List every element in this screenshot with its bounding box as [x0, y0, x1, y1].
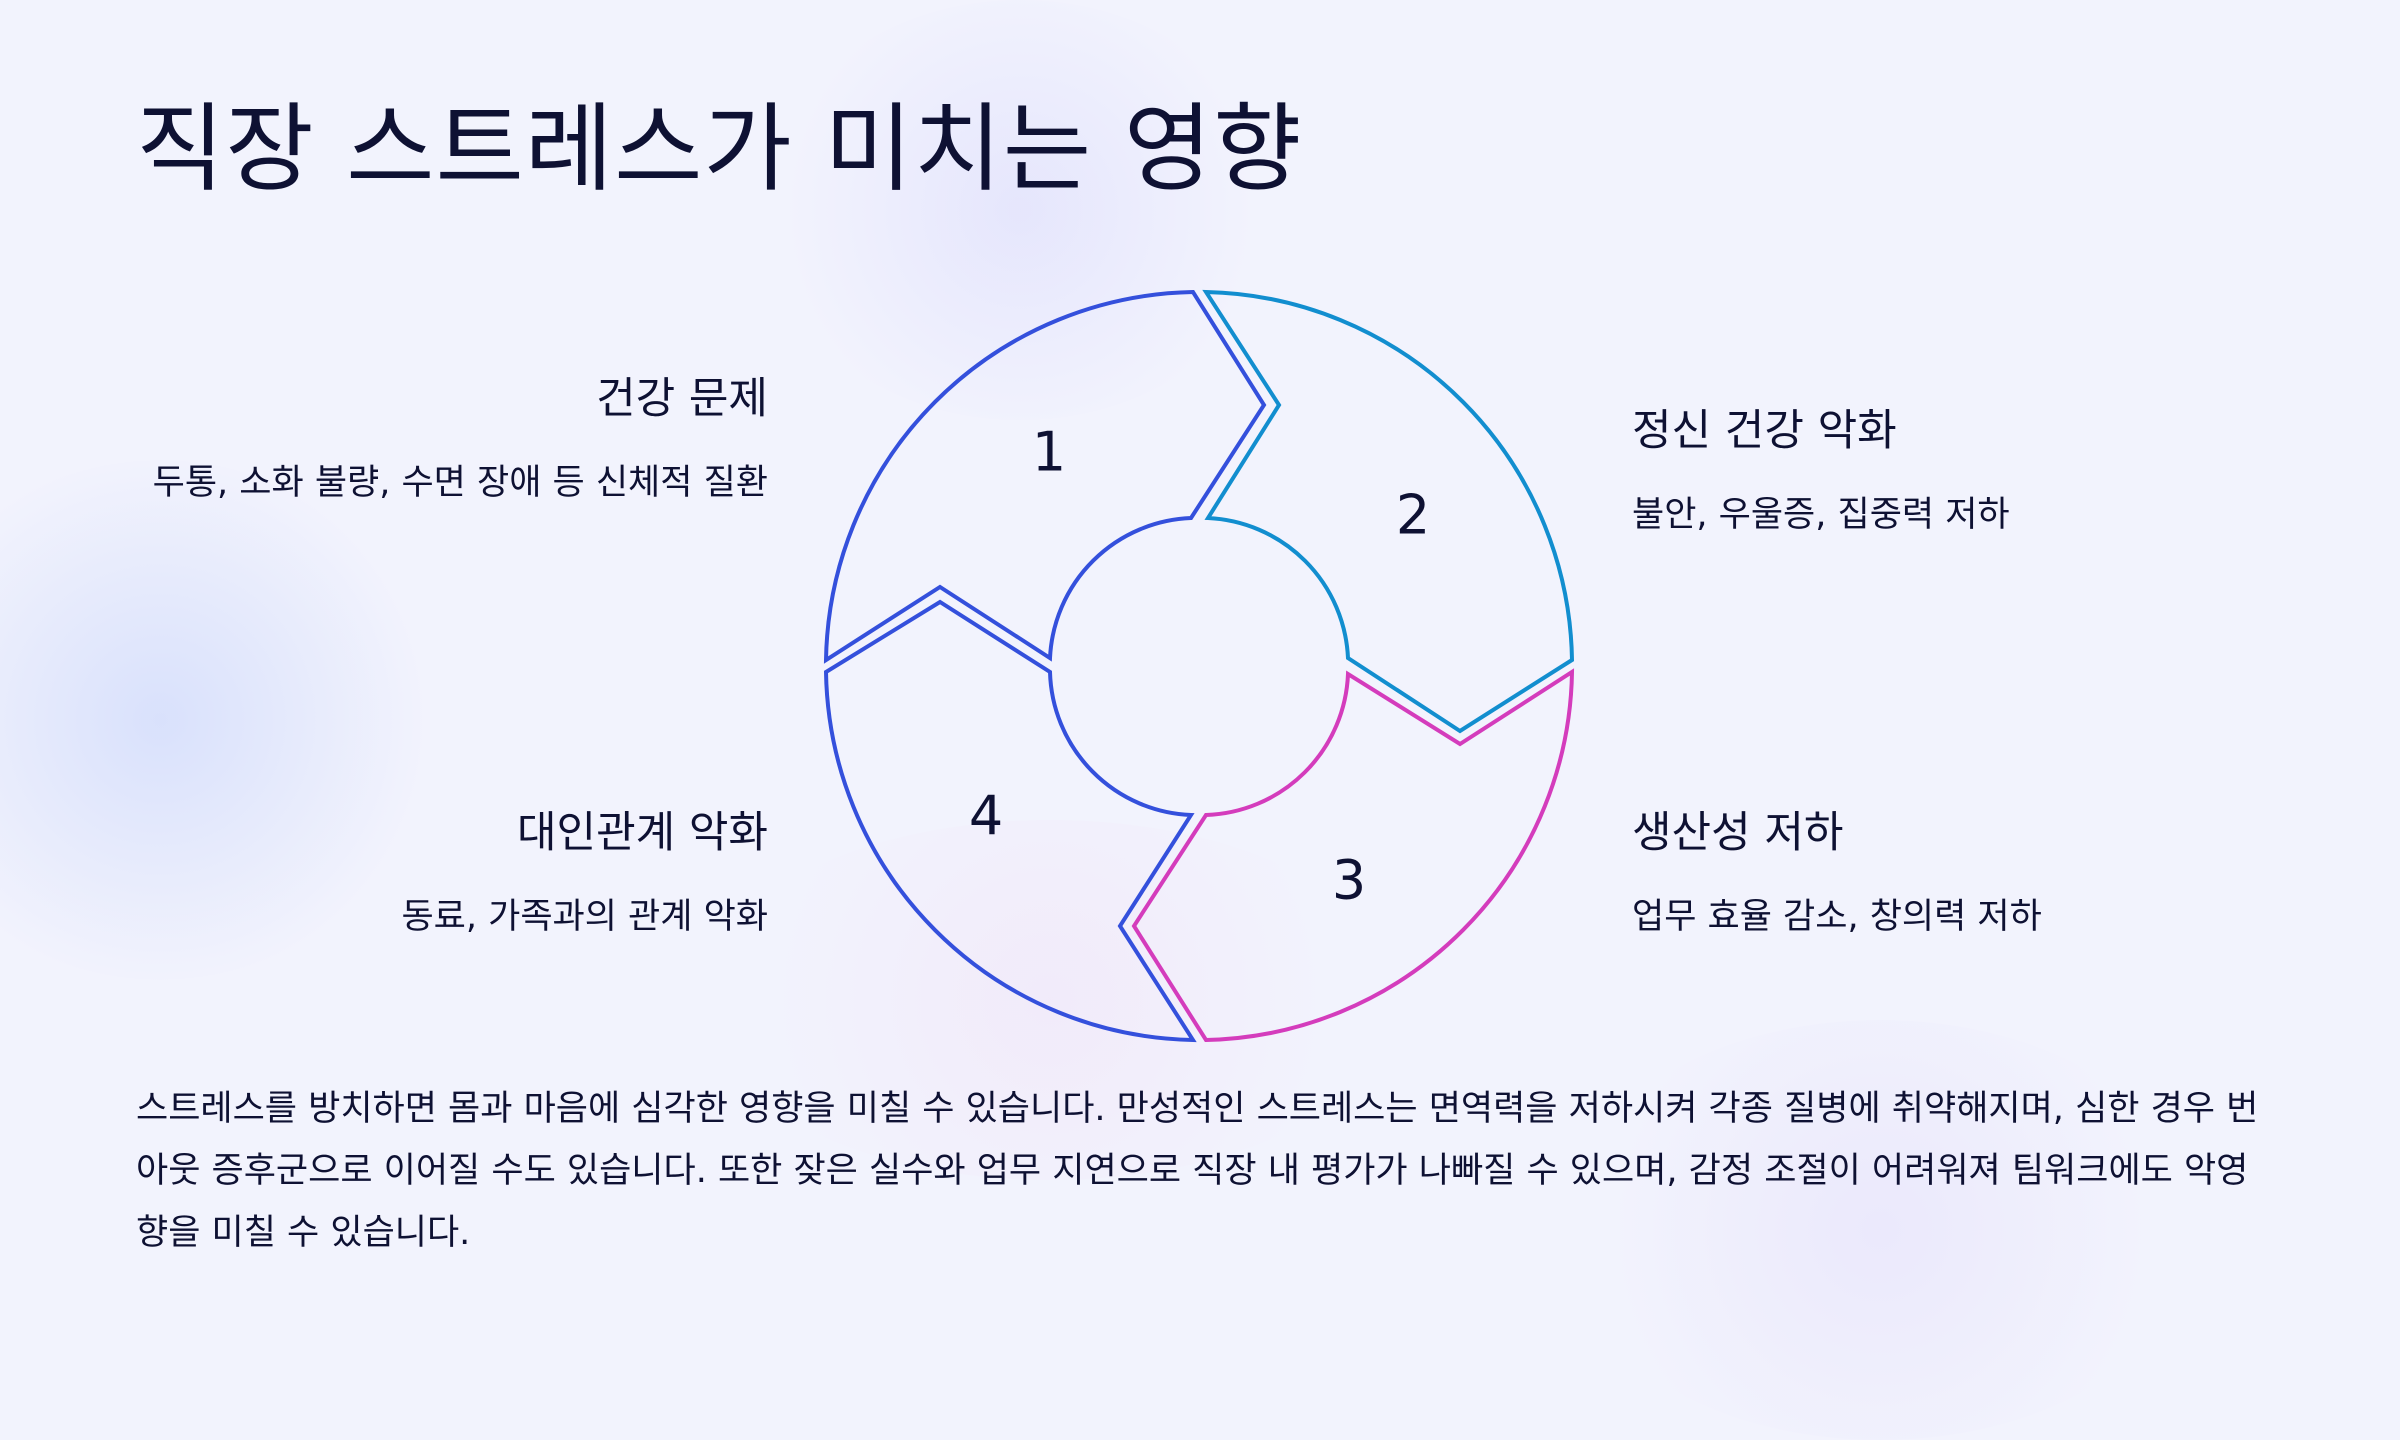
effect-description: 불안, 우울증, 집중력 저하: [1632, 494, 2010, 535]
effect-title: 건강 문제: [596, 374, 768, 424]
effect-relationships: 대인관계 악화 동료, 가족과의 관계 악화: [108, 806, 768, 948]
page-title: 직장 스트레스가 미치는 영향: [136, 93, 1303, 205]
effect-description: 동료, 가족과의 관계 악화: [401, 896, 768, 937]
cycle-segment-3: [1131, 668, 1575, 1043]
effect-title: 생산성 저하: [1632, 808, 1844, 858]
effect-description: 두통, 소화 불량, 수면 장애 등 신체적 질환: [152, 462, 768, 503]
effect-title: 대인관계 악화: [516, 808, 768, 858]
cycle-segment-2: [1202, 289, 1575, 734]
effect-productivity: 생산성 저하 업무 효율 감소, 창의력 저하: [1632, 806, 2292, 948]
cycle-step-number-3: 3: [1332, 849, 1366, 912]
cycle-step-number-4: 4: [969, 785, 1003, 848]
effect-mental-health: 정신 건강 악화 불안, 우울증, 집중력 저하: [1632, 404, 2292, 546]
effect-description: 업무 효율 감소, 창의력 저하: [1632, 896, 2042, 937]
effect-title: 정신 건강 악화: [1632, 406, 1897, 456]
effect-health: 건강 문제 두통, 소화 불량, 수면 장애 등 신체적 질환: [108, 372, 768, 514]
cycle-segment-1: [823, 289, 1267, 664]
cycle-step-number-2: 2: [1396, 484, 1430, 547]
cycle-segment-4: [823, 599, 1197, 1043]
summary-paragraph: 스트레스를 방치하면 몸과 마음에 심각한 영향을 미칠 수 있습니다. 만성적…: [136, 1089, 2259, 1253]
cycle-step-number-1: 1: [1032, 421, 1066, 484]
cycle-diagram: 1 2 3 4: [823, 289, 1575, 1043]
